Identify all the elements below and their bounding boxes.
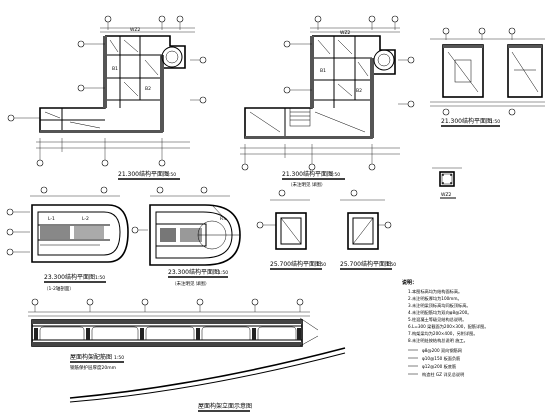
axis-bubbles-top-a [104,15,184,30]
note-line: 3.未注明梁顶标高均同板顶标高。 [408,302,471,309]
plan-e-note: （未注明见 详图） [172,280,209,287]
plan-b-scale: 1:50 [330,172,340,178]
note-line: 6.L=300 梁截面为200×300，配筋详图。 [408,323,489,330]
svg-text:L-2: L-2 [82,216,89,222]
note-line: 1.本图标高均为结构面标高。 [408,288,462,295]
section-note: 钢筋保护层厚度20mm [70,364,116,371]
curved-beam-elevation: 屋面构架立面示意图 [69,347,346,412]
section-drawing: 屋面构架配筋图 1:50 钢筋保护层厚度20mm [28,298,319,371]
plan-a-scale: 1:50 [166,172,176,178]
svg-text:WZ2: WZ2 [340,30,351,36]
plan-d-scale: 1:50 [95,275,105,281]
axis-bubbles-top-b [314,15,399,30]
plan-e: R= 23.300结构平面图 1:50 （未注明见 详图） [131,186,241,287]
note-line: φ8@200 双向钢筋网 [422,347,462,354]
section-bays [39,326,297,340]
plan-b-note: （未注明见 详图） [288,181,325,188]
plan-f: 25.700结构平面图 1:50 [256,189,326,270]
plan-g-scale: 1:50 [386,262,396,268]
section-title: 屋面构架配筋图 [70,353,112,361]
column-detail-wz2: WZ2 [432,167,462,199]
plan-g-title: 25.700结构平面图 [340,260,391,268]
general-notes: 说明： 1.本图标高均为结构面标高。 2.未注明板厚均为100mm。 3.未注明… [402,279,489,378]
plan-e-scale: 1:50 [218,270,228,276]
svg-text:B1: B1 [320,68,326,74]
note-line: 2.未注明板厚均为100mm。 [408,295,462,302]
svg-text:B2: B2 [356,88,362,94]
column-label: WZ2 [441,192,452,198]
plan-d-title: 23.300结构平面图 [44,273,95,281]
plan-a-title: 21.300结构平面图 [118,170,169,178]
note-line: 7.构架梁均为200×400，另附详图。 [408,330,478,337]
notes-heading: 说明： [402,279,417,286]
note-line: 4.未注明配筋均为双向φ8@200。 [408,309,471,316]
plan-f-scale: 1:50 [316,262,326,268]
note-line: 5.柱混凝土等级见结构总说明。 [408,316,466,323]
plan-b: WZ2 B1 B2 21.300结构平面图 1:50 （未注明见 详图） [240,15,415,188]
plan-f-title: 25.700结构平面图 [270,260,321,268]
svg-text:B2: B2 [145,86,151,92]
note-line: φ12@200 板底筋 [422,363,456,370]
plan-c-scale: 1:50 [490,119,500,125]
section-scale: 1:50 [114,355,124,361]
curve-title: 屋面构架立面示意图 [198,402,252,410]
svg-text:R=: R= [220,216,227,222]
plan-d: L-1 L-2 23.300结构平面图 1:50 （1-2轴剖面） [6,186,129,292]
svg-text:B1: B1 [112,66,118,72]
plan-a: WZ2 B1 B2 21.300结构平面图 1:50 [7,15,207,180]
plan-g: 25.700结构平面图 1:50 [340,189,396,270]
plan-d-note: （1-2轴剖面） [44,285,74,292]
plan-e-title: 23.300结构平面图 [168,268,219,276]
note-line: 构造柱 GZ 详见总说明 [422,371,464,378]
svg-text:WZ2: WZ2 [130,27,141,33]
plan-b-title: 21.300结构平面图 [282,170,333,178]
svg-text:L-1: L-1 [48,216,55,222]
plan-c-title: 21.300结构平面图 [441,117,492,125]
plan-c: 21.300结构平面图 1:50 [430,27,545,127]
note-line: φ10@150 板面负筋 [422,355,460,362]
note-line: 8.未注明处按结构总说明 施工。 [408,337,468,344]
